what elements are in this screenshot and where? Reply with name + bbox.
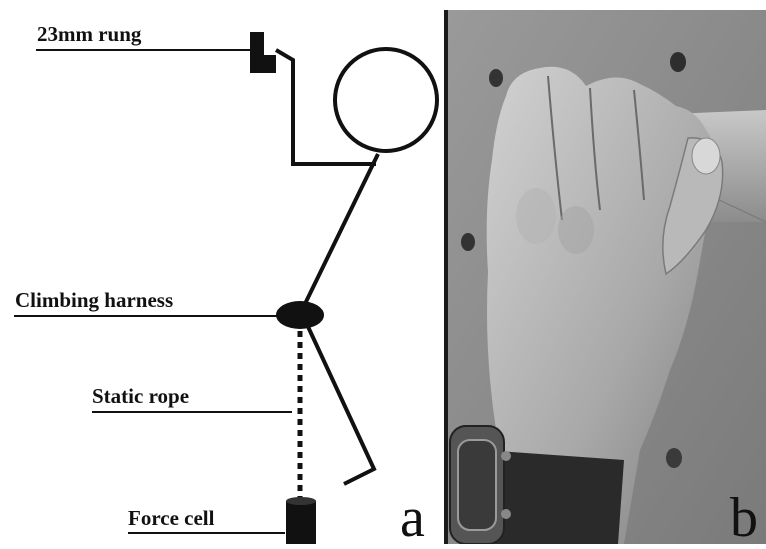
wall-hole xyxy=(461,233,475,251)
photo-panel: b xyxy=(444,10,766,544)
watch-face xyxy=(458,440,496,530)
panel-border xyxy=(444,10,448,544)
wall-hole xyxy=(670,52,686,72)
hand-photo xyxy=(444,10,766,544)
torso-line xyxy=(302,154,378,310)
head-circle xyxy=(335,49,437,151)
harness-label: Climbing harness xyxy=(15,288,173,313)
panel-letter-b: b xyxy=(730,490,758,546)
thumbnail xyxy=(692,138,720,174)
rung-label: 23mm rung xyxy=(37,22,141,47)
watch-crown xyxy=(501,451,511,461)
wall-hole xyxy=(489,69,503,87)
force-cell-top xyxy=(286,497,316,505)
schematic-panel: 23mm rung Climbing harness Static rope F… xyxy=(0,0,444,544)
wall-hole xyxy=(666,448,682,468)
force-cell-label: Force cell xyxy=(128,506,214,531)
watch-crown xyxy=(501,509,511,519)
panel-letter-a: a xyxy=(400,490,425,546)
rung-block xyxy=(250,32,276,73)
harness-ellipse xyxy=(276,301,324,329)
leg-line xyxy=(304,318,374,484)
rope-label: Static rope xyxy=(92,384,189,409)
schematic-drawing xyxy=(0,0,444,544)
force-cell-body xyxy=(286,501,316,544)
